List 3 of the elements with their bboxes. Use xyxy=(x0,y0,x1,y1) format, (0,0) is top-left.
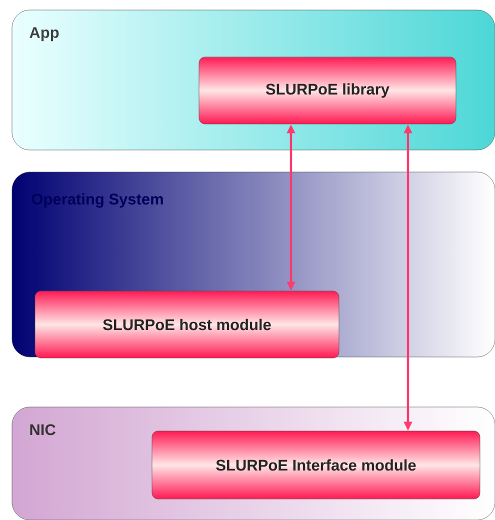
module-box: SLURPoE host module xyxy=(34,290,340,358)
module-box: SLURPoE Interface module xyxy=(152,430,480,500)
module-box: SLURPoE library xyxy=(198,56,456,124)
